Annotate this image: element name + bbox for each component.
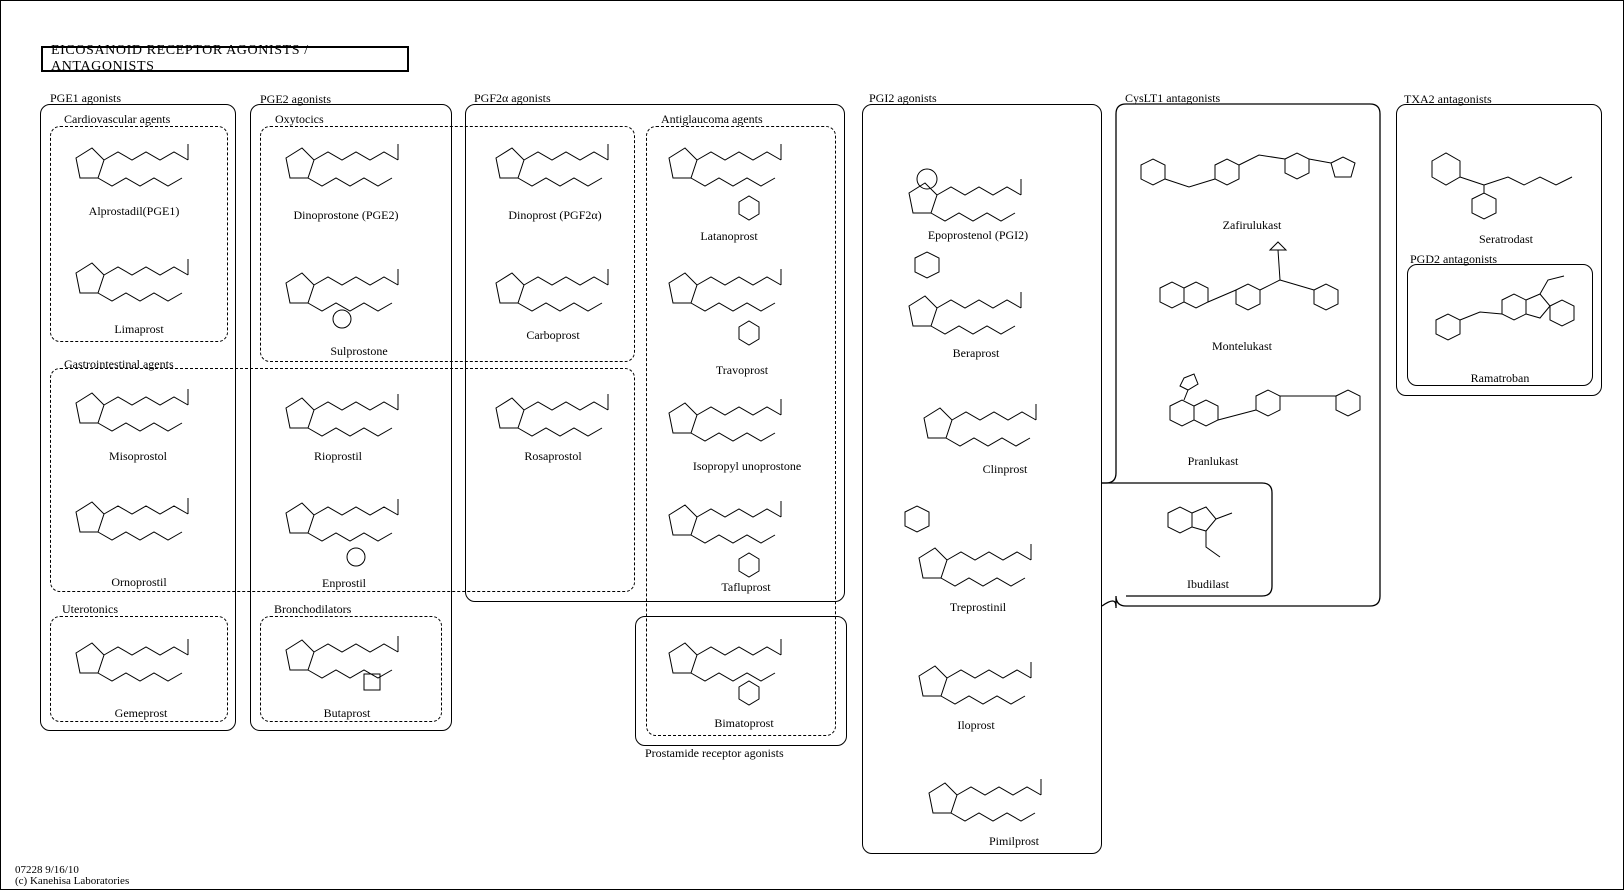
ornoprostil-label: Ornoprostil [111,575,167,589]
ornoprostil-structure [62,484,222,559]
epoprostenol-label: Epoprostenol (PGI2) [927,228,1029,242]
alprostadil-structure [62,130,222,205]
enprostil-structure [272,485,432,567]
footer-copyright: (c) Kanehisa Laboratories [15,875,130,887]
latanoprost-structure [655,130,825,230]
butaprost-structure [272,622,432,697]
cyslt1-group-label: CysLT1 antagonists [1125,91,1221,105]
beraprost-structure [875,248,1075,348]
pge2-group-label: PGE2 agonists [260,92,332,106]
gemeprost-structure [62,625,222,700]
uterotonics-subgroup-box [50,616,228,722]
iloprost-structure [875,618,1075,718]
ramatroban-structure [1418,272,1588,367]
pge1-group-label: PGE1 agonists [50,91,122,105]
dinoprost-label: Dinoprost (PGF2α) [508,208,602,222]
limaprost-label: Limaprost [114,322,164,336]
alprostadil-label: Alprostadil(PGE1) [88,204,180,218]
carboprost-structure [482,255,642,330]
treprostinil-label: Treprostinil [949,600,1007,614]
rioprostil-structure [272,380,432,455]
gastro-subgroup-label: Gastrointestinal agents [64,357,174,371]
dinoprostone-structure [272,130,432,205]
ramatroban-label: Ramatroban [1470,371,1530,385]
gastro-subgroup-box [50,368,635,592]
limaprost-structure [62,245,222,320]
page-title-text: EICOSANOID RECEPTOR AGONISTS / ANTAGONIS… [51,43,309,74]
rosaprostol-label: Rosaprostol [524,449,582,463]
txa2-group-label: TXA2 antagonists [1404,92,1492,106]
broncho-subgroup-box [260,616,442,722]
footer-code: 07228 9/16/10 [15,864,79,876]
clinprost-structure [900,370,1090,465]
tafluprost-label: Tafluprost [721,580,771,594]
cardio-subgroup-box [50,126,228,342]
txa2-group-box [1396,104,1602,396]
seratrodast-structure [1412,135,1592,230]
enprostil-label: Enprostil [322,576,366,590]
epoprostenol-structure [875,135,1075,230]
travoprost-structure [655,255,825,355]
bimatoprost-label: Bimatoprost [714,716,774,730]
ibudilast-structure [1160,495,1270,580]
broncho-subgroup-label: Bronchodilators [274,602,352,616]
pgd2-group-label: PGD2 antagonists [1410,252,1497,266]
travoprost-label: Travoprost [715,363,769,377]
prostamide-group-box [635,616,847,746]
pgi2-group-label: PGI2 agonists [869,91,937,105]
page-title: EICOSANOID RECEPTOR AGONISTS / ANTAGONIS… [41,43,409,74]
pimilprost-structure [895,735,1095,830]
prostamide-group-label: Prostamide receptor agonists [645,746,784,760]
gemeprost-label: Gemeprost [114,706,168,720]
oxytocics-subgroup-label: Oxytocics [275,112,324,126]
butaprost-label: Butaprost [323,706,371,720]
tafluprost-structure [655,487,825,587]
carboprost-label: Carboprost [526,328,580,342]
unoprostone-label: Isopropyl unoprostone [692,459,802,473]
uterotonics-subgroup-label: Uterotonics [62,602,118,616]
misoprostol-label: Misoprostol [108,449,168,463]
montelukast-structure [1140,240,1370,345]
montelukast-label: Montelukast [1212,339,1272,353]
rosaprostol-structure [482,380,642,455]
ibudilast-label: Ibudilast [1187,577,1229,591]
zafirlukast-label: Zafirulukast [1222,218,1282,232]
treprostinil-structure [875,490,1075,595]
pgf2a-group-label: PGF2α agonists [474,91,551,105]
rioprostil-label: Rioprostil [313,449,363,463]
cardio-subgroup-label: Cardiovascular agents [64,112,171,126]
oxytocics-subgroup-box [260,126,635,362]
pgi2-group-box [862,104,1102,854]
beraprost-label: Beraprost [952,346,1000,360]
zafirlukast-structure [1135,135,1365,220]
pranlukast-label: Pranlukast [1187,454,1239,468]
seratrodast-label: Seratrodast [1479,232,1533,246]
pge2-group-box [250,104,452,731]
antiglaucoma-subgroup-label: Antiglaucoma agents [661,112,763,126]
pgd2-group-box [1407,264,1593,386]
dinoprostone-label: Dinoprostone (PGE2) [293,208,399,222]
bimatoprost-structure [655,625,825,715]
pimilprost-label: Pimilprost [988,834,1040,848]
pge1-group-box [40,104,236,731]
dinoprost-structure [482,130,642,205]
unoprostone-structure [655,385,825,460]
pranlukast-structure [1140,360,1370,455]
iloprost-label: Iloprost [957,718,995,732]
antiglaucoma-subgroup-box [646,126,836,736]
misoprostol-structure [62,375,222,450]
sulprostone-label: Sulprostone [330,344,388,358]
pgf2a-group-box [465,104,845,602]
latanoprost-label: Latanoprost [700,229,758,243]
sulprostone-structure [272,255,432,330]
clinprost-label: Clinprost [982,462,1028,476]
